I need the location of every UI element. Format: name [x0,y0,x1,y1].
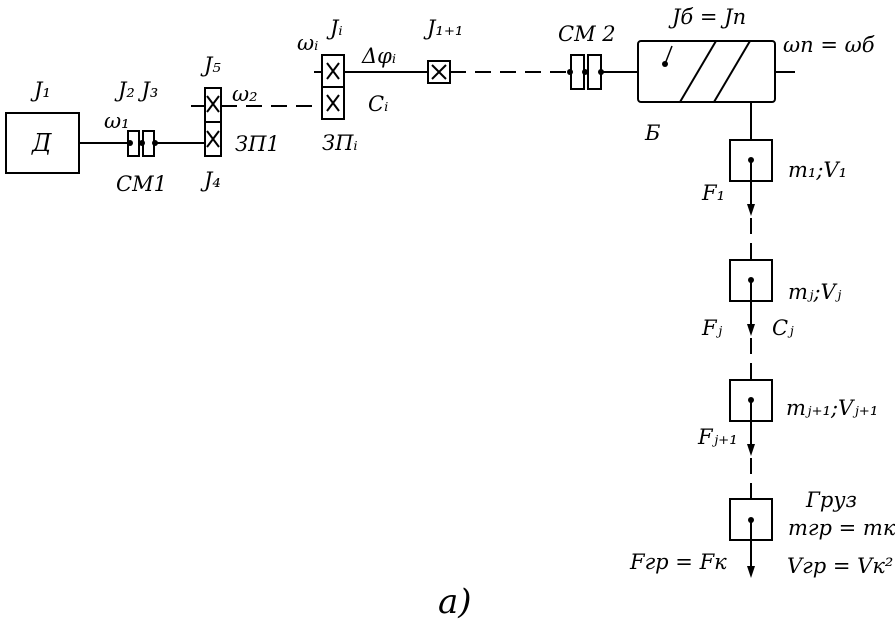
omega-n-label: ωп = ωб [783,33,875,57]
Cj-label: Cⱼ [772,316,794,340]
motor-label: Д [32,129,52,157]
omega1-label: ω₁ [104,109,130,133]
coupling-1 [127,130,158,157]
drum [637,40,776,103]
J-drum-label: Jб = Jп [672,5,747,29]
inertia-element-i1 [427,60,451,84]
J-i1-label: J₁₊₁ [427,16,464,40]
coupling-2 [567,54,604,90]
delta-phi-i-label: Δφᵢ [362,44,397,68]
mj1Vj1-label: mⱼ₊₁;Vⱼ₊₁ [786,396,879,420]
figure-caption: а) [438,582,472,622]
omega2-label: ω₂ [232,82,258,106]
load-velocity-label: Vгр = Vк² [787,554,894,578]
coupling2-label: СМ 2 [558,22,616,46]
gear-pair-i [321,54,345,120]
mjVj-label: mⱼ;Vⱼ [788,280,842,304]
C-i-label: Cᵢ [368,92,389,116]
load-force-label: Fгр = Fк [630,550,727,574]
load-label: Груз [806,488,857,512]
omega-i-label: ωᵢ [297,31,319,55]
Fj1-label: Fⱼ₊₁ [698,425,738,449]
gear-pair-1 [204,87,222,157]
gear1-label: ЗП1 [235,132,280,156]
motor-box [5,112,80,174]
load-mass-label: mгр = mк [788,516,895,540]
J-i-label: Jᵢ [330,16,343,40]
J2J3-label: J₂ J₃ [118,78,159,102]
Fj-label: Fⱼ [702,316,723,340]
J4-label: J₄ [204,168,221,192]
m1V1-label: m₁;V₁ [788,158,847,182]
drum-label: Б [645,121,661,145]
gear-i-label: ЗПᵢ [322,131,358,155]
coupling1-label: СМ1 [116,172,167,196]
J5-label: J₅ [204,53,221,77]
F1-label: F₁ [702,181,725,205]
J1-label: J₁ [34,78,51,102]
